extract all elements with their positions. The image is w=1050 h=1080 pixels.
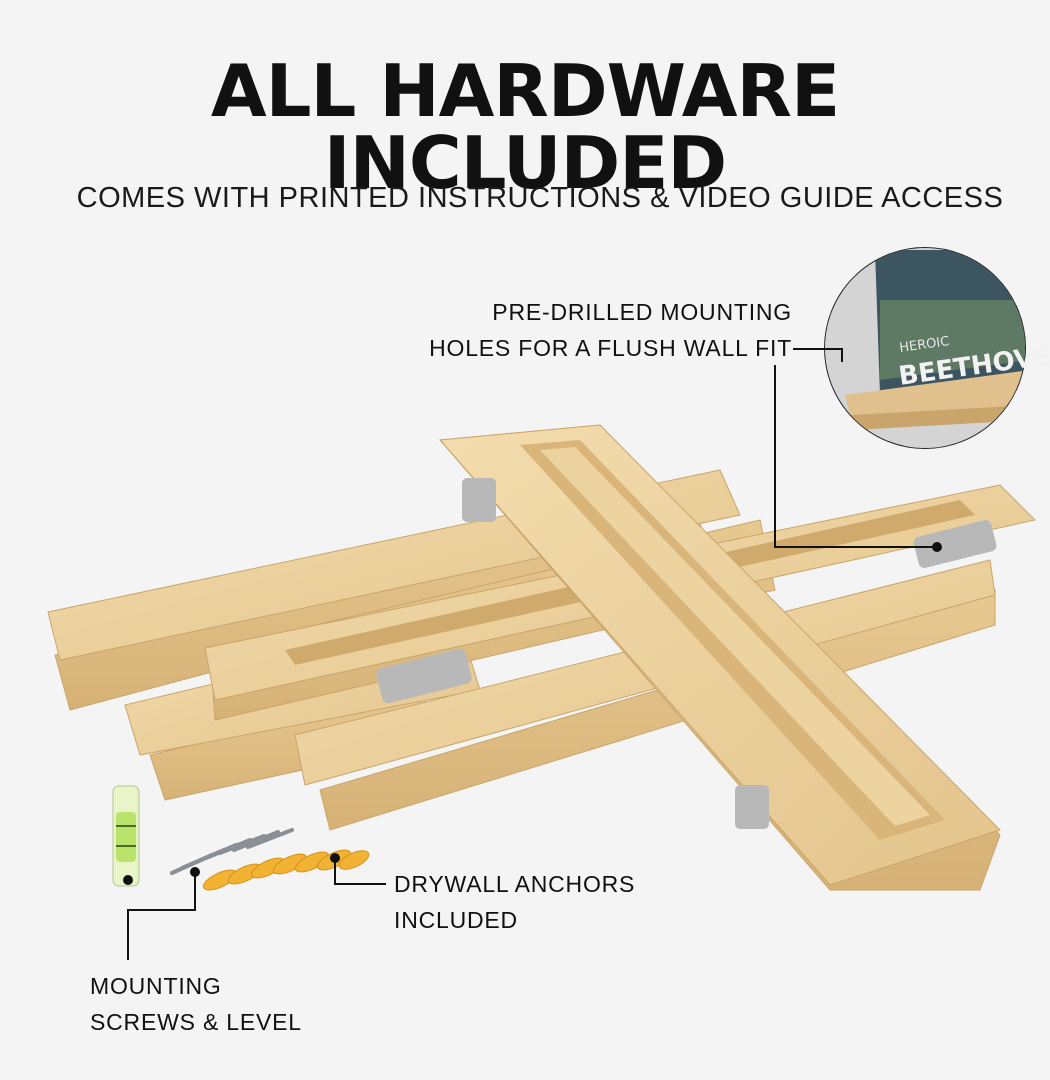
mounting-plate <box>376 648 472 704</box>
callout-mounting-holes: PRE-DRILLED MOUNTING HOLES FOR A FLUSH W… <box>429 294 792 366</box>
callout-anchors-line1: DRYWALL ANCHORS <box>394 871 636 897</box>
screws-icon <box>170 828 294 875</box>
leader-holes-shelf <box>774 365 934 548</box>
leader-screws <box>127 872 196 960</box>
headline: ALL HARDWARE INCLUDED <box>210 49 840 205</box>
callout-screws-line1: MOUNTING <box>90 973 222 999</box>
callout-screws-level: MOUNTING SCREWS & LEVEL <box>90 968 302 1040</box>
anchors-icon <box>202 849 370 891</box>
leader-holes-inset <box>793 348 843 362</box>
callout-drywall-anchors: DRYWALL ANCHORS INCLUDED <box>394 866 635 938</box>
shelf-diagonal <box>438 424 1001 891</box>
level-icon <box>112 785 140 887</box>
leader-lines <box>123 348 942 960</box>
leader-dot <box>932 542 942 552</box>
mounting-plate <box>735 785 769 829</box>
mounting-plate <box>462 478 496 522</box>
callout-anchors-line2: INCLUDED <box>394 907 518 933</box>
mounting-plate <box>913 520 997 568</box>
callout-screws-line2: SCREWS & LEVEL <box>90 1009 302 1035</box>
subheadline: COMES WITH PRINTED INSTRUCTIONS & VIDEO … <box>76 182 1004 214</box>
book-subtitle: HEROIC <box>898 334 950 356</box>
callout-holes-line2: HOLES FOR A FLUSH WALL FIT <box>429 335 792 361</box>
callout-holes-line1: PRE-DRILLED MOUNTING <box>492 299 792 325</box>
leader-anchors <box>334 860 386 885</box>
inset-photo: HEROIC BEETHOVEN <box>824 247 1050 449</box>
